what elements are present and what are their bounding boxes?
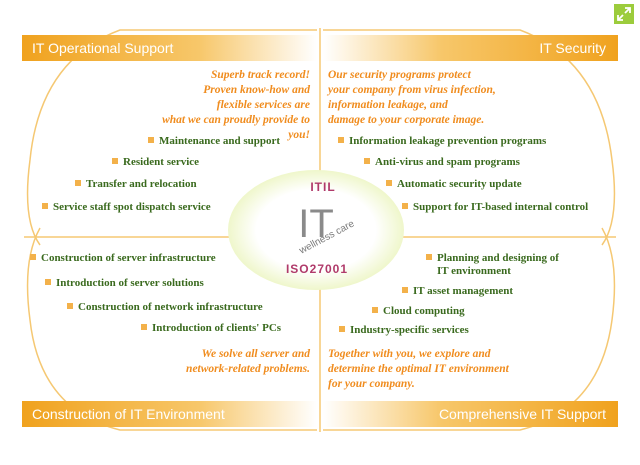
tagline-line: your company from virus infection, [328,84,496,96]
square-bullet-icon [364,158,370,164]
title-comprehensive-it-support[interactable]: Comprehensive IT Support [323,401,618,427]
tagline-line: Our security programs protect [328,69,471,81]
square-bullet-icon [386,180,392,186]
expand-arrows-icon [617,7,631,21]
list-item[interactable]: Cloud computing [372,305,465,318]
tagline-line: Superb track record! [210,69,310,81]
list-item[interactable]: Transfer and relocation [75,178,197,191]
square-bullet-icon [75,180,81,186]
list-item[interactable]: Introduction of server solutions [45,277,204,290]
list-item[interactable]: Introduction of clients' PCs [141,322,281,335]
square-bullet-icon [402,203,408,209]
square-bullet-icon [30,254,36,260]
tagline-line: We solve all server and [201,348,310,360]
list-item[interactable]: Anti-virus and spam programs [364,156,520,169]
square-bullet-icon [338,137,344,143]
list-item[interactable]: Industry-specific services [339,324,469,337]
square-bullet-icon [67,303,73,309]
square-bullet-icon [42,203,48,209]
list-item[interactable]: Resident service [112,156,199,169]
tagline-line: network-related problems. [186,363,310,375]
tagline-line: information leakage, and [328,99,448,111]
title-it-security[interactable]: IT Security [323,35,618,61]
square-bullet-icon [148,137,154,143]
square-bullet-icon [339,326,345,332]
tagline-top-left: Superb track record! Proven know-how and… [150,68,310,143]
tagline-line: what we can proudly provide to you! [162,114,310,141]
list-item[interactable]: IT asset management [402,285,513,298]
tagline-line: for your company. [328,378,415,390]
title-it-operational-support[interactable]: IT Operational Support [22,35,317,61]
tagline-line: damage to your corporate image. [328,114,485,126]
tagline-bottom-left: We solve all server and network-related … [150,347,310,377]
list-item[interactable]: Service staff spot dispatch service [42,201,211,214]
tagline-top-right: Our security programs protect your compa… [328,68,558,128]
list-item[interactable]: Information leakage prevention programs [338,135,546,148]
it-logo-text: IT [298,202,334,246]
expand-button[interactable] [614,4,634,24]
square-bullet-icon [372,307,378,313]
center-emblem [228,170,404,290]
list-item[interactable]: Construction of server infrastructure [30,252,216,265]
tagline-line: Together with you, we explore and [328,348,491,360]
tagline-line: Proven know-how and [203,84,310,96]
list-item[interactable]: Automatic security update [386,178,522,191]
square-bullet-icon [426,254,432,260]
list-item[interactable]: Maintenance and support [148,135,280,148]
tagline-line: flexible services are [216,99,310,111]
list-item[interactable]: Construction of network infrastructure [67,301,263,314]
iso-label: ISO27001 [285,262,349,276]
tagline-line: determine the optimal IT environment [328,363,509,375]
tagline-bottom-right: Together with you, we explore and determ… [328,347,568,392]
square-bullet-icon [45,279,51,285]
square-bullet-icon [112,158,118,164]
list-item[interactable]: Support for IT-based internal control [402,201,588,214]
title-construction-it-environment[interactable]: Construction of IT Environment [22,401,317,427]
itil-label: ITIL [310,180,336,194]
square-bullet-icon [402,287,408,293]
square-bullet-icon [141,324,147,330]
